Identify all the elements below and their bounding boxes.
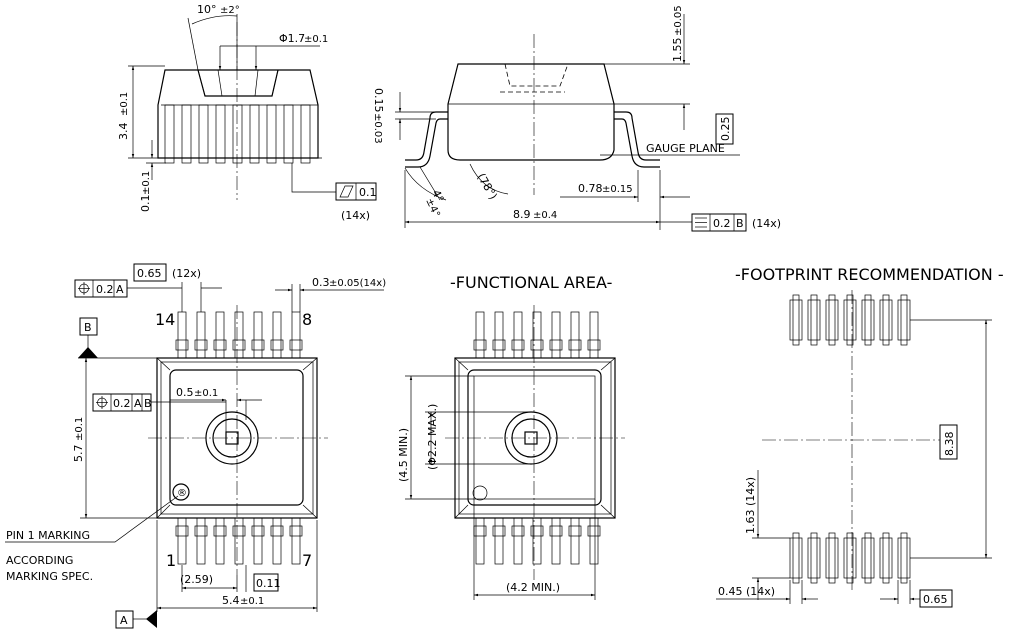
front-section-view: 10° ±2° Φ1.7 ±0.1 3.4 ±0.1 0.1 ±0.1 0.1 … [117,3,377,222]
lead-thickness-label: 0.15 [372,88,385,113]
foot-length-tol: ±0.15 [602,184,633,195]
pin-1-label: 1 [166,551,176,570]
dim-5-4-label: 5.4 [222,594,240,607]
hole-diameter-label: Φ1.7 [279,32,305,45]
position-datum-ab-b: B [144,397,152,410]
lead-thickness-tol: ±0.03 [372,113,383,144]
height-3-4-tol: ±0.1 [119,92,130,116]
angle-4-label: 4° [429,188,446,205]
side-view: GAUGE PLANE 0.25 1.55 ±0.05 0.15 ±0.03 (… [372,5,781,232]
position-tol-ab: 0.2 [113,397,131,410]
coplanarity-tol: 0.1 [359,186,377,199]
fp-0-65-box: 0.65 [923,593,948,606]
fa-4-2-label: (4.2 MIN.) [506,581,560,594]
according-label: ACCORDING [6,554,73,567]
svg-text:®: ® [177,488,187,499]
span-label: 8.9 [513,208,531,221]
foot-length-label: 0.78 [578,182,603,195]
marking-spec-label: MARKING SPEC. [6,570,93,583]
symmetry-datum: B [736,217,744,230]
angle-top-label: 10° [197,3,217,16]
fa-4-5-label: (4.5 MIN.) [397,428,410,482]
position-datum-ab-a: A [134,397,142,410]
pitch-count: (12x) [172,267,201,280]
hole-offset-label: 0.5 [176,386,194,399]
symmetry-tol: 0.2 [713,217,731,230]
symmetry-count: (14x) [752,217,781,230]
body-width-label: 5.7 [72,445,85,463]
gauge-offset-box: 0.25 [719,117,732,142]
top-view: ® 14 8 1 7 0.2 A 0.65 (12x) 0.3 ±0.05(14… [5,263,386,629]
dim-0-11-box: 0.11 [256,577,281,590]
pin-8-label: 8 [302,310,312,329]
fp-0-45-label: 0.45 (14x) [718,585,775,598]
standoff-tol: ±0.1 [141,171,152,195]
footprint-view: -FOOTPRINT RECOMMENDATION - 8.38 [716,265,1004,608]
hole-diameter-tol: ±0.1 [304,34,328,45]
pin1-marking-label: PIN 1 MARKING [6,529,90,542]
angle-top-tol: ±2° [220,5,240,16]
span-tol: ±0.4 [533,210,557,221]
footprint-heading: -FOOTPRINT RECOMMENDATION - [735,265,1004,284]
fa-2-2-label: (Φ2.2 MAX.) [426,404,439,470]
dim-5-4-tol: ±0.1 [240,596,264,607]
height-1-55-label: 1.55 [671,38,684,63]
datum-b-label: B [84,321,92,334]
angle-78-label: (78°) [474,171,499,202]
pitch-box: 0.65 [137,267,162,280]
position-datum-a: A [116,283,124,296]
functional-area-heading: -FUNCTIONAL AREA- [450,273,612,292]
functional-area-view: -FUNCTIONAL AREA- [397,273,625,600]
standoff-label: 0.1 [139,195,152,213]
coplanarity-count: (14x) [341,209,370,222]
position-tol-a: 0.2 [96,283,114,296]
pin-7-label: 7 [302,551,312,570]
lead-width-tol: ±0.05(14x) [329,278,386,289]
body-width-tol: ±0.1 [74,417,85,441]
gauge-plane-label: GAUGE PLANE [646,142,725,155]
dim-2-59-label: (2.59) [180,573,213,586]
height-1-55-tol: ±0.05 [673,5,684,36]
hole-offset-tol: ±0.1 [194,388,218,399]
datum-a-label: A [120,614,128,627]
lead-width-label: 0.3 [312,276,330,289]
fp-8-38-box: 8.38 [943,432,956,457]
fp-1-63-label: 1.63 (14x) [744,477,757,534]
pin-14-label: 14 [155,310,175,329]
height-3-4-label: 3.4 [117,123,130,141]
